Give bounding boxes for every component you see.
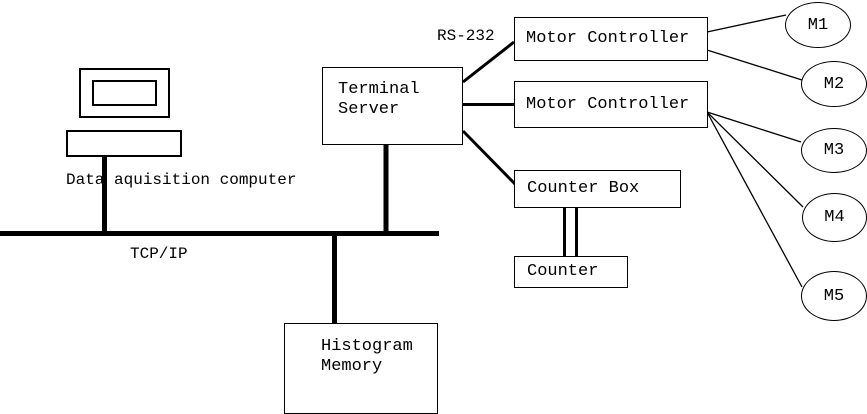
wire-mc1-m1 — [706, 14, 787, 33]
node-counter: Counter — [514, 256, 628, 288]
wire-mc2-m3 — [706, 111, 802, 143]
node-motor-controller-2: Motor Controller — [514, 81, 708, 128]
computer-screen-icon — [92, 80, 157, 106]
node-motor-m5: M5 — [801, 271, 867, 321]
node-counter-box: Counter Box — [514, 170, 681, 208]
node-terminal-server: Terminal Server — [322, 67, 463, 145]
node-motor-m1: M1 — [785, 2, 851, 48]
node-motor-m2: M2 — [801, 61, 867, 107]
wire-mc2-m4 — [706, 111, 804, 208]
label-rs232: RS-232 — [437, 27, 495, 45]
label-tcpip-bus: TCP/IP — [130, 245, 188, 263]
node-motor-m4: M4 — [802, 193, 867, 242]
wire-mc1-m2 — [706, 49, 803, 81]
node-motor-m3: M3 — [801, 128, 867, 173]
wire-mc2-m5 — [706, 111, 803, 288]
computer-monitor-icon — [79, 68, 170, 118]
node-motor-controller-1: Motor Controller — [514, 17, 708, 61]
wire-ts-counterbox — [461, 129, 517, 186]
label-daq-computer: Data aquisition computer — [66, 171, 297, 189]
computer-keyboard-icon — [66, 130, 182, 157]
wire-ts-mc1 — [462, 40, 515, 84]
node-histogram-memory: Histogram Memory — [284, 323, 438, 414]
